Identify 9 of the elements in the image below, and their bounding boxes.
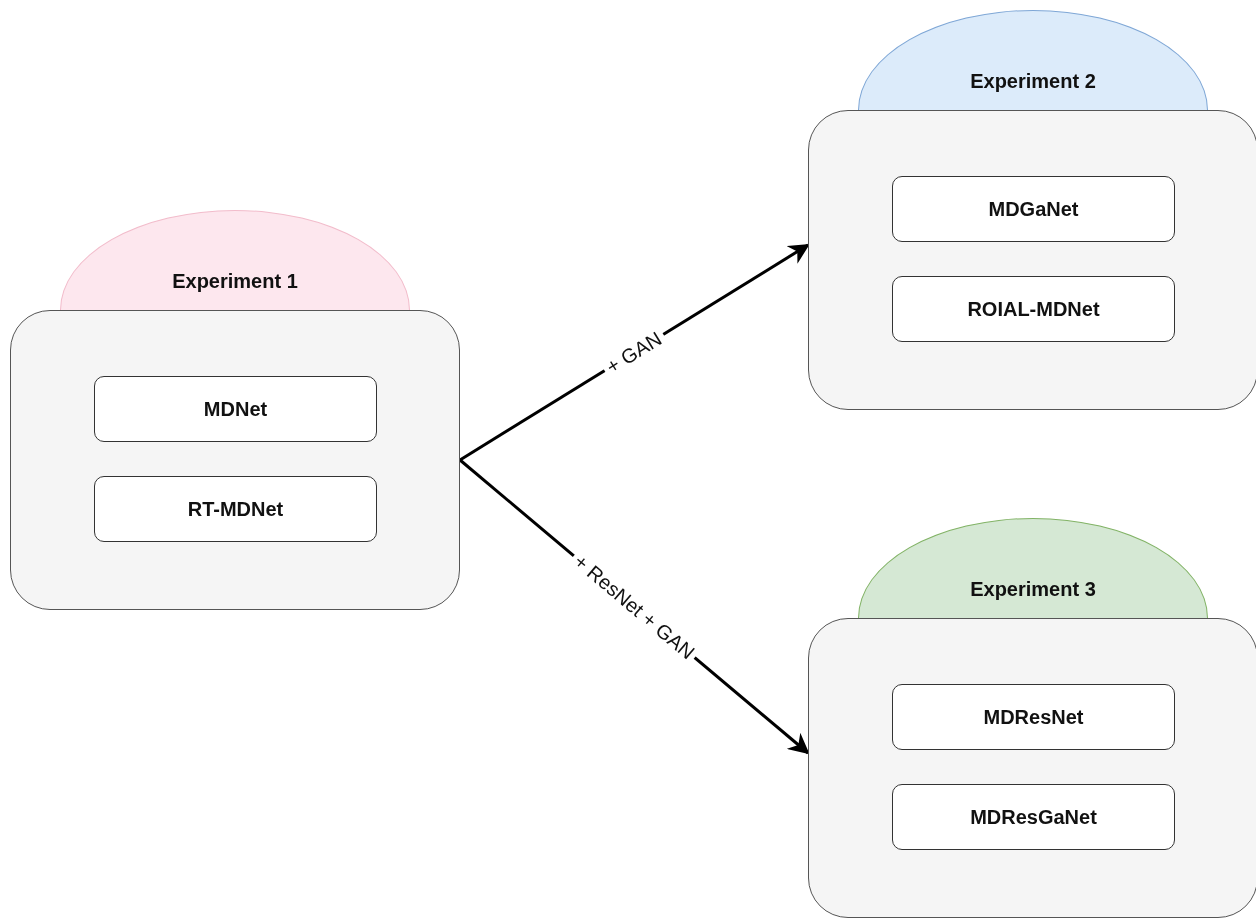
model-box: ROIAL-MDNet <box>892 276 1175 342</box>
model-box: MDResNet <box>892 684 1175 750</box>
model-box: MDGaNet <box>892 176 1175 242</box>
model-box: MDResGaNet <box>892 784 1175 850</box>
group-heading: Experiment 1 <box>171 270 299 293</box>
model-box: MDNet <box>94 376 377 442</box>
group-heading: Experiment 2 <box>969 70 1097 93</box>
model-box: RT-MDNet <box>94 476 377 542</box>
group-heading: Experiment 3 <box>969 578 1097 601</box>
